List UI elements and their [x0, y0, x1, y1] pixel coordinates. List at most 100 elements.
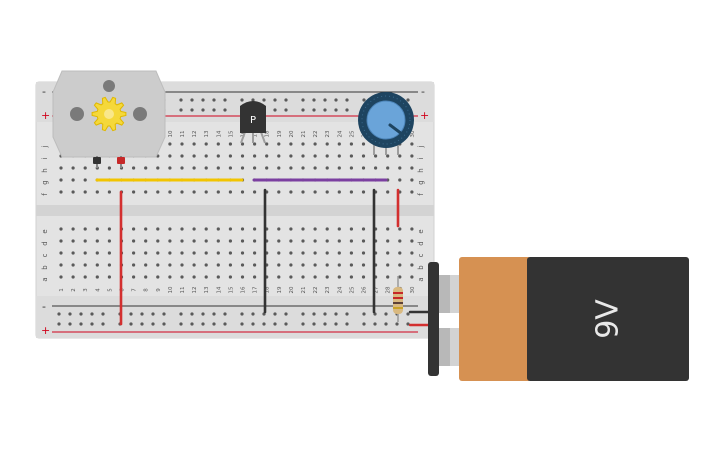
- rail-hole[interactable]: [68, 312, 72, 316]
- hole-c23[interactable]: [325, 251, 329, 255]
- rail-hole[interactable]: [151, 312, 155, 316]
- rail-hole[interactable]: [284, 322, 288, 326]
- hole-d25[interactable]: [349, 239, 353, 243]
- hole-i19[interactable]: [277, 154, 281, 158]
- hole-i25[interactable]: [349, 154, 353, 158]
- hole-d10[interactable]: [168, 239, 172, 243]
- hole-b22[interactable]: [313, 263, 317, 267]
- hole-j26[interactable]: [361, 142, 366, 146]
- rail-hole[interactable]: [284, 98, 288, 102]
- rail-hole[interactable]: [406, 98, 410, 102]
- hole-h7[interactable]: [132, 166, 136, 170]
- rail-hole[interactable]: [262, 98, 266, 102]
- rail-hole[interactable]: [179, 108, 183, 112]
- battery-9v[interactable]: 9V: [428, 257, 689, 381]
- hole-e4[interactable]: [95, 227, 99, 231]
- hole-f7[interactable]: [132, 190, 136, 194]
- hole-a23[interactable]: [325, 275, 329, 279]
- rail-hole[interactable]: [323, 98, 327, 102]
- hole-c28[interactable]: [386, 251, 390, 255]
- resistor[interactable]: [393, 276, 403, 322]
- hole-i22[interactable]: [313, 154, 317, 158]
- hole-d8[interactable]: [144, 239, 148, 243]
- hole-d22[interactable]: [313, 239, 317, 243]
- rail-hole[interactable]: [190, 322, 194, 326]
- hole-i21[interactable]: [301, 154, 305, 158]
- hole-e14[interactable]: [216, 227, 220, 231]
- hole-e15[interactable]: [228, 227, 232, 231]
- hole-b4[interactable]: [95, 263, 99, 267]
- hole-a2[interactable]: [71, 275, 75, 279]
- hole-h30[interactable]: [410, 166, 414, 170]
- hole-c16[interactable]: [240, 251, 245, 255]
- hole-j11[interactable]: [180, 142, 184, 146]
- hole-d29[interactable]: [398, 239, 402, 243]
- hole-d2[interactable]: [71, 239, 75, 243]
- hole-d26[interactable]: [361, 239, 366, 243]
- hole-f10[interactable]: [168, 190, 172, 194]
- rail-hole[interactable]: [151, 322, 155, 326]
- hole-f19[interactable]: [277, 190, 281, 194]
- hole-b30[interactable]: [410, 263, 414, 267]
- rail-hole[interactable]: [90, 322, 94, 326]
- dc-motor[interactable]: [52, 70, 166, 168]
- hole-d13[interactable]: [204, 239, 208, 243]
- rail-hole[interactable]: [262, 322, 266, 326]
- rail-hole[interactable]: [90, 312, 94, 316]
- hole-b8[interactable]: [144, 263, 148, 267]
- rail-hole[interactable]: [301, 108, 305, 112]
- hole-f14[interactable]: [216, 190, 220, 194]
- rail-hole[interactable]: [334, 322, 338, 326]
- rail-hole[interactable]: [251, 312, 255, 316]
- hole-f15[interactable]: [228, 190, 232, 194]
- rail-hole[interactable]: [284, 312, 288, 316]
- hole-d17[interactable]: [253, 239, 257, 243]
- hole-c3[interactable]: [83, 251, 87, 255]
- hole-a3[interactable]: [83, 275, 87, 279]
- hole-f22[interactable]: [313, 190, 317, 194]
- hole-h23[interactable]: [325, 166, 329, 170]
- hole-h2[interactable]: [71, 166, 75, 170]
- rail-hole[interactable]: [323, 312, 327, 316]
- rail-hole[interactable]: [179, 312, 183, 316]
- hole-f23[interactable]: [325, 190, 329, 194]
- hole-j21[interactable]: [301, 142, 305, 146]
- hole-j25[interactable]: [349, 142, 353, 146]
- hole-f4[interactable]: [95, 190, 99, 194]
- rail-hole[interactable]: [406, 322, 410, 326]
- hole-b10[interactable]: [168, 263, 172, 267]
- rail-hole[interactable]: [179, 322, 183, 326]
- hole-f11[interactable]: [180, 190, 184, 194]
- hole-c29[interactable]: [398, 251, 402, 255]
- rail-hole[interactable]: [362, 312, 366, 316]
- rail-hole[interactable]: [362, 98, 366, 102]
- rail-hole[interactable]: [301, 312, 305, 316]
- hole-h19[interactable]: [277, 166, 281, 170]
- hole-b23[interactable]: [325, 263, 329, 267]
- hole-b13[interactable]: [204, 263, 208, 267]
- hole-i24[interactable]: [337, 154, 341, 158]
- rail-hole[interactable]: [240, 312, 244, 316]
- rail-hole[interactable]: [345, 108, 349, 112]
- hole-b15[interactable]: [228, 263, 232, 267]
- hole-b28[interactable]: [386, 263, 390, 267]
- hole-d28[interactable]: [386, 239, 390, 243]
- rail-hole[interactable]: [212, 108, 216, 112]
- rail-hole[interactable]: [79, 312, 83, 316]
- hole-d14[interactable]: [216, 239, 220, 243]
- rail-hole[interactable]: [140, 312, 144, 316]
- hole-e22[interactable]: [313, 227, 317, 231]
- hole-g29[interactable]: [398, 178, 402, 182]
- hole-h11[interactable]: [180, 166, 184, 170]
- rail-hole[interactable]: [301, 322, 305, 326]
- rail-hole[interactable]: [101, 322, 105, 326]
- hole-b9[interactable]: [156, 263, 160, 267]
- hole-e30[interactable]: [410, 227, 414, 231]
- hole-d3[interactable]: [83, 239, 87, 243]
- hole-c19[interactable]: [277, 251, 281, 255]
- hole-g2[interactable]: [71, 178, 75, 182]
- rail-hole[interactable]: [162, 312, 166, 316]
- hole-i12[interactable]: [192, 154, 196, 158]
- hole-e28[interactable]: [386, 227, 390, 231]
- hole-b7[interactable]: [132, 263, 136, 267]
